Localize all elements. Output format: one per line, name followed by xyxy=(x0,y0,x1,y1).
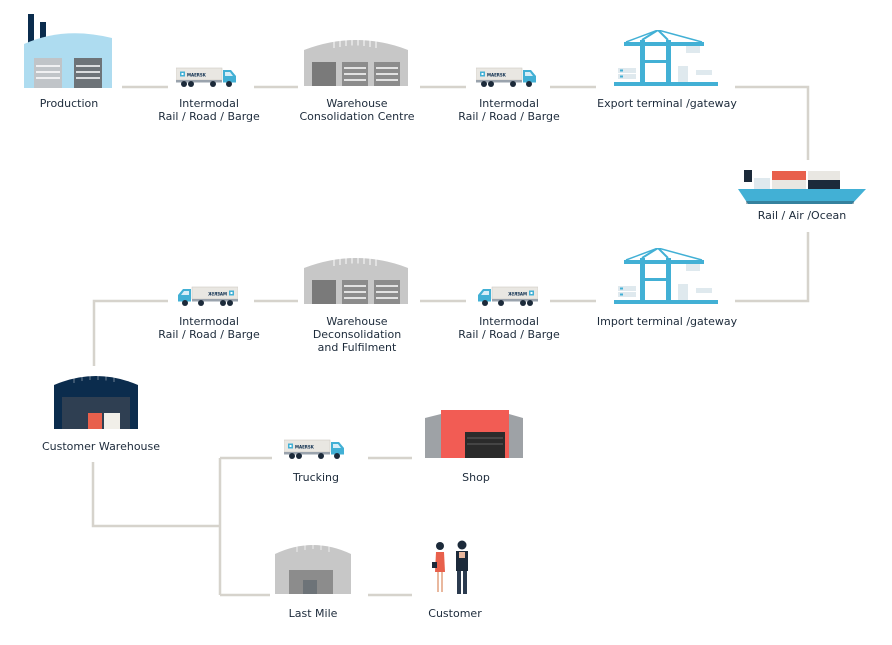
label-customer-warehouse: Customer Warehouse xyxy=(41,440,161,453)
label-customer: Customer xyxy=(428,607,482,620)
truck-icon xyxy=(284,439,345,460)
warehouse-icon xyxy=(304,36,408,86)
label-intermodal-3: Intermodal Rail / Road / Barge xyxy=(458,315,560,341)
shop-icon xyxy=(425,410,523,458)
flow-connectors xyxy=(91,85,810,597)
label-last-mile: Last Mile xyxy=(288,607,338,620)
port-crane-icon xyxy=(614,30,718,86)
label-intermodal-4: Intermodal Rail / Road / Barge xyxy=(158,315,260,341)
connector-intermodal-customer-warehouse xyxy=(92,299,168,366)
customer-warehouse-icon xyxy=(54,374,138,429)
connector-ocean-import xyxy=(735,232,810,303)
truck-icon xyxy=(177,286,238,307)
label-shop: Shop xyxy=(462,471,490,484)
label-export-terminal: Export terminal /gateway xyxy=(597,97,737,110)
truck-icon xyxy=(477,286,538,307)
label-intermodal-2: Intermodal Rail / Road / Barge xyxy=(458,97,560,123)
factory-icon xyxy=(24,14,112,88)
label-warehouse-deconsolidation: Warehouse Deconsolidation and Fulfilment xyxy=(312,315,402,354)
connector-export-ocean xyxy=(735,85,810,160)
label-warehouse-consolidation: Warehouse Consolidation Centre xyxy=(299,97,415,123)
port-crane-icon xyxy=(614,248,718,304)
truck-icon xyxy=(176,67,237,88)
label-import-terminal: Import terminal /gateway xyxy=(596,315,738,328)
connector-customer-warehouse-distribution xyxy=(91,462,220,528)
label-production: Production xyxy=(39,97,99,110)
warehouse-icon xyxy=(304,254,408,304)
people-icon xyxy=(432,540,468,594)
small-warehouse-icon xyxy=(275,543,351,594)
container-ship-icon xyxy=(738,170,866,204)
label-rail-air-ocean: Rail / Air /Ocean xyxy=(757,209,847,222)
label-trucking: Trucking xyxy=(292,471,340,484)
label-intermodal-1: Intermodal Rail / Road / Barge xyxy=(158,97,260,123)
truck-icon xyxy=(476,67,537,88)
